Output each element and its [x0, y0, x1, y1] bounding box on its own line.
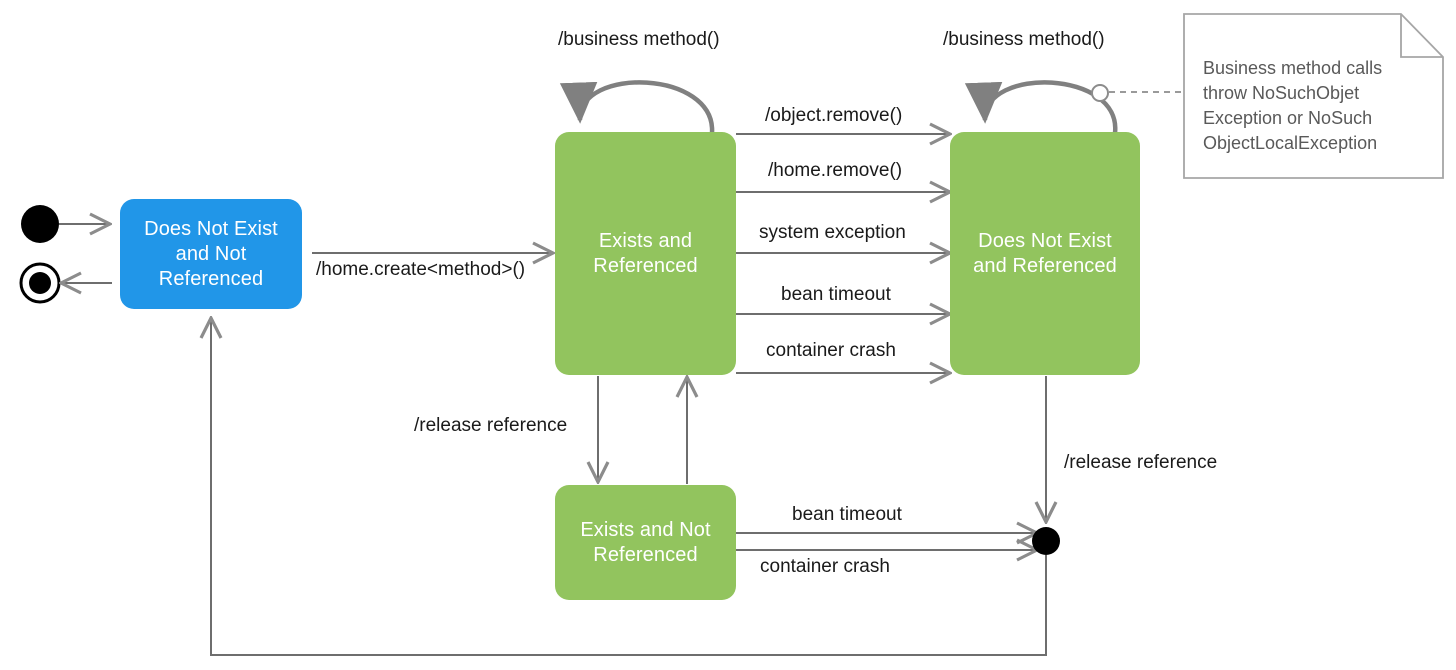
final-state-inner-dot — [29, 272, 51, 294]
edge-label-container-crash-top: container crash — [766, 340, 896, 361]
edge-label-home-create: /home.create<method>() — [316, 259, 526, 280]
state-exists-and-not-referenced[interactable]: Exists and Not Referenced — [555, 485, 736, 600]
edge-self-loop-business-method-left — [559, 80, 715, 134]
edge-return-to-does-not-exist — [211, 318, 1047, 656]
edge-label-release-reference-left: /release reference — [414, 415, 568, 436]
state-label-exists-and-referenced: Exists and Referenced — [593, 229, 698, 277]
exception-note: Business method calls throw NoSuchObjet … — [1183, 13, 1444, 179]
state-label-exists-and-not-referenced: Exists and Not Referenced — [580, 518, 711, 566]
edge-label-bean-timeout-top: bean timeout — [781, 284, 891, 305]
edge-label-system-exception: system exception — [759, 222, 906, 243]
edge-label-business-method-right: /business method() — [943, 29, 1105, 50]
edge-label-object-remove: /object.remove() — [765, 105, 903, 126]
initial-state-node — [21, 205, 59, 243]
note-anchor-circle — [1091, 84, 1109, 102]
junction-node — [1032, 527, 1060, 555]
state-does-not-exist-and-not-referenced[interactable]: Does Not Exist and Not Referenced — [120, 199, 302, 309]
state-does-not-exist-and-referenced[interactable]: Does Not Exist and Referenced — [950, 132, 1140, 375]
edge-label-home-remove: /home.remove() — [768, 160, 903, 181]
edge-self-loop-business-method-right — [964, 80, 1118, 134]
note-shape — [1183, 13, 1444, 179]
edge-label-release-reference-right: /release reference — [1064, 452, 1218, 473]
edge-label-business-method-left: /business method() — [558, 29, 720, 50]
note-text: Business method calls throw NoSuchObjet … — [1203, 58, 1383, 153]
edge-label-container-crash-bottom: container crash — [760, 556, 890, 577]
state-exists-and-referenced[interactable]: Exists and Referenced — [555, 132, 736, 375]
state-label-does-not-exist-and-not-referenced: Does Not Exist and Not Referenced — [144, 217, 278, 290]
state-label-does-not-exist-and-referenced: Does Not Exist and Referenced — [973, 229, 1117, 277]
edge-label-bean-timeout-bottom: bean timeout — [792, 504, 902, 525]
